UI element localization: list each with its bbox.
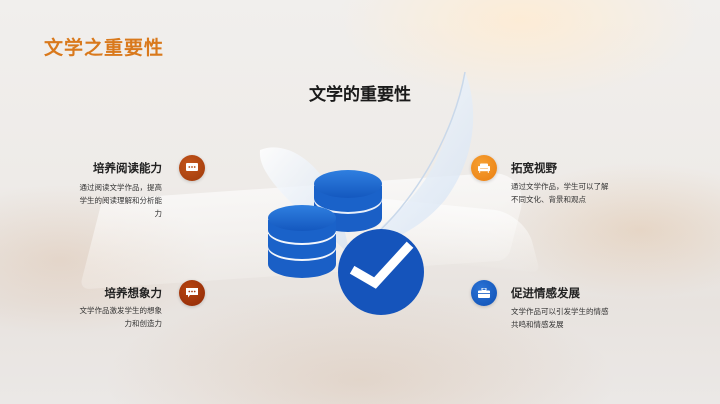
feature-description: 通过阅读文学作品，提高 学生的阅读理解和分析能 力	[79, 183, 163, 218]
chat-bubble-icon	[186, 288, 198, 298]
feature-title: 促进情感发展	[511, 286, 580, 300]
feature-description: 文学作品激发学生的想象 力和创造力	[79, 306, 163, 328]
feature-icon-badge	[471, 155, 497, 181]
feature-icon-badge	[179, 155, 205, 181]
feature-description: 通过文学作品，学生可以了解 不同文化、背景和观点	[511, 182, 609, 204]
feature-title: 拓宽视野	[511, 161, 557, 175]
section-heading: 文学的重要性	[0, 80, 720, 105]
feature-title: 培养阅读能力	[93, 161, 162, 175]
chat-bubble-icon	[186, 163, 198, 171]
coin-stack-icon	[268, 205, 336, 278]
armchair-icon	[478, 163, 490, 173]
briefcase-icon	[478, 288, 490, 298]
check-circle-icon	[338, 229, 424, 315]
feature-icon-badge	[471, 280, 497, 306]
feature-title: 培养想象力	[104, 286, 163, 300]
center-illustration	[268, 170, 424, 315]
slide-title: 文学之重要性	[44, 37, 165, 59]
feature-description: 文学作品可以引发学生的情感 共鸣和情感发展	[511, 307, 609, 329]
feature-icon-badge	[179, 280, 205, 306]
section-heading-text: 文学的重要性	[309, 85, 411, 105]
